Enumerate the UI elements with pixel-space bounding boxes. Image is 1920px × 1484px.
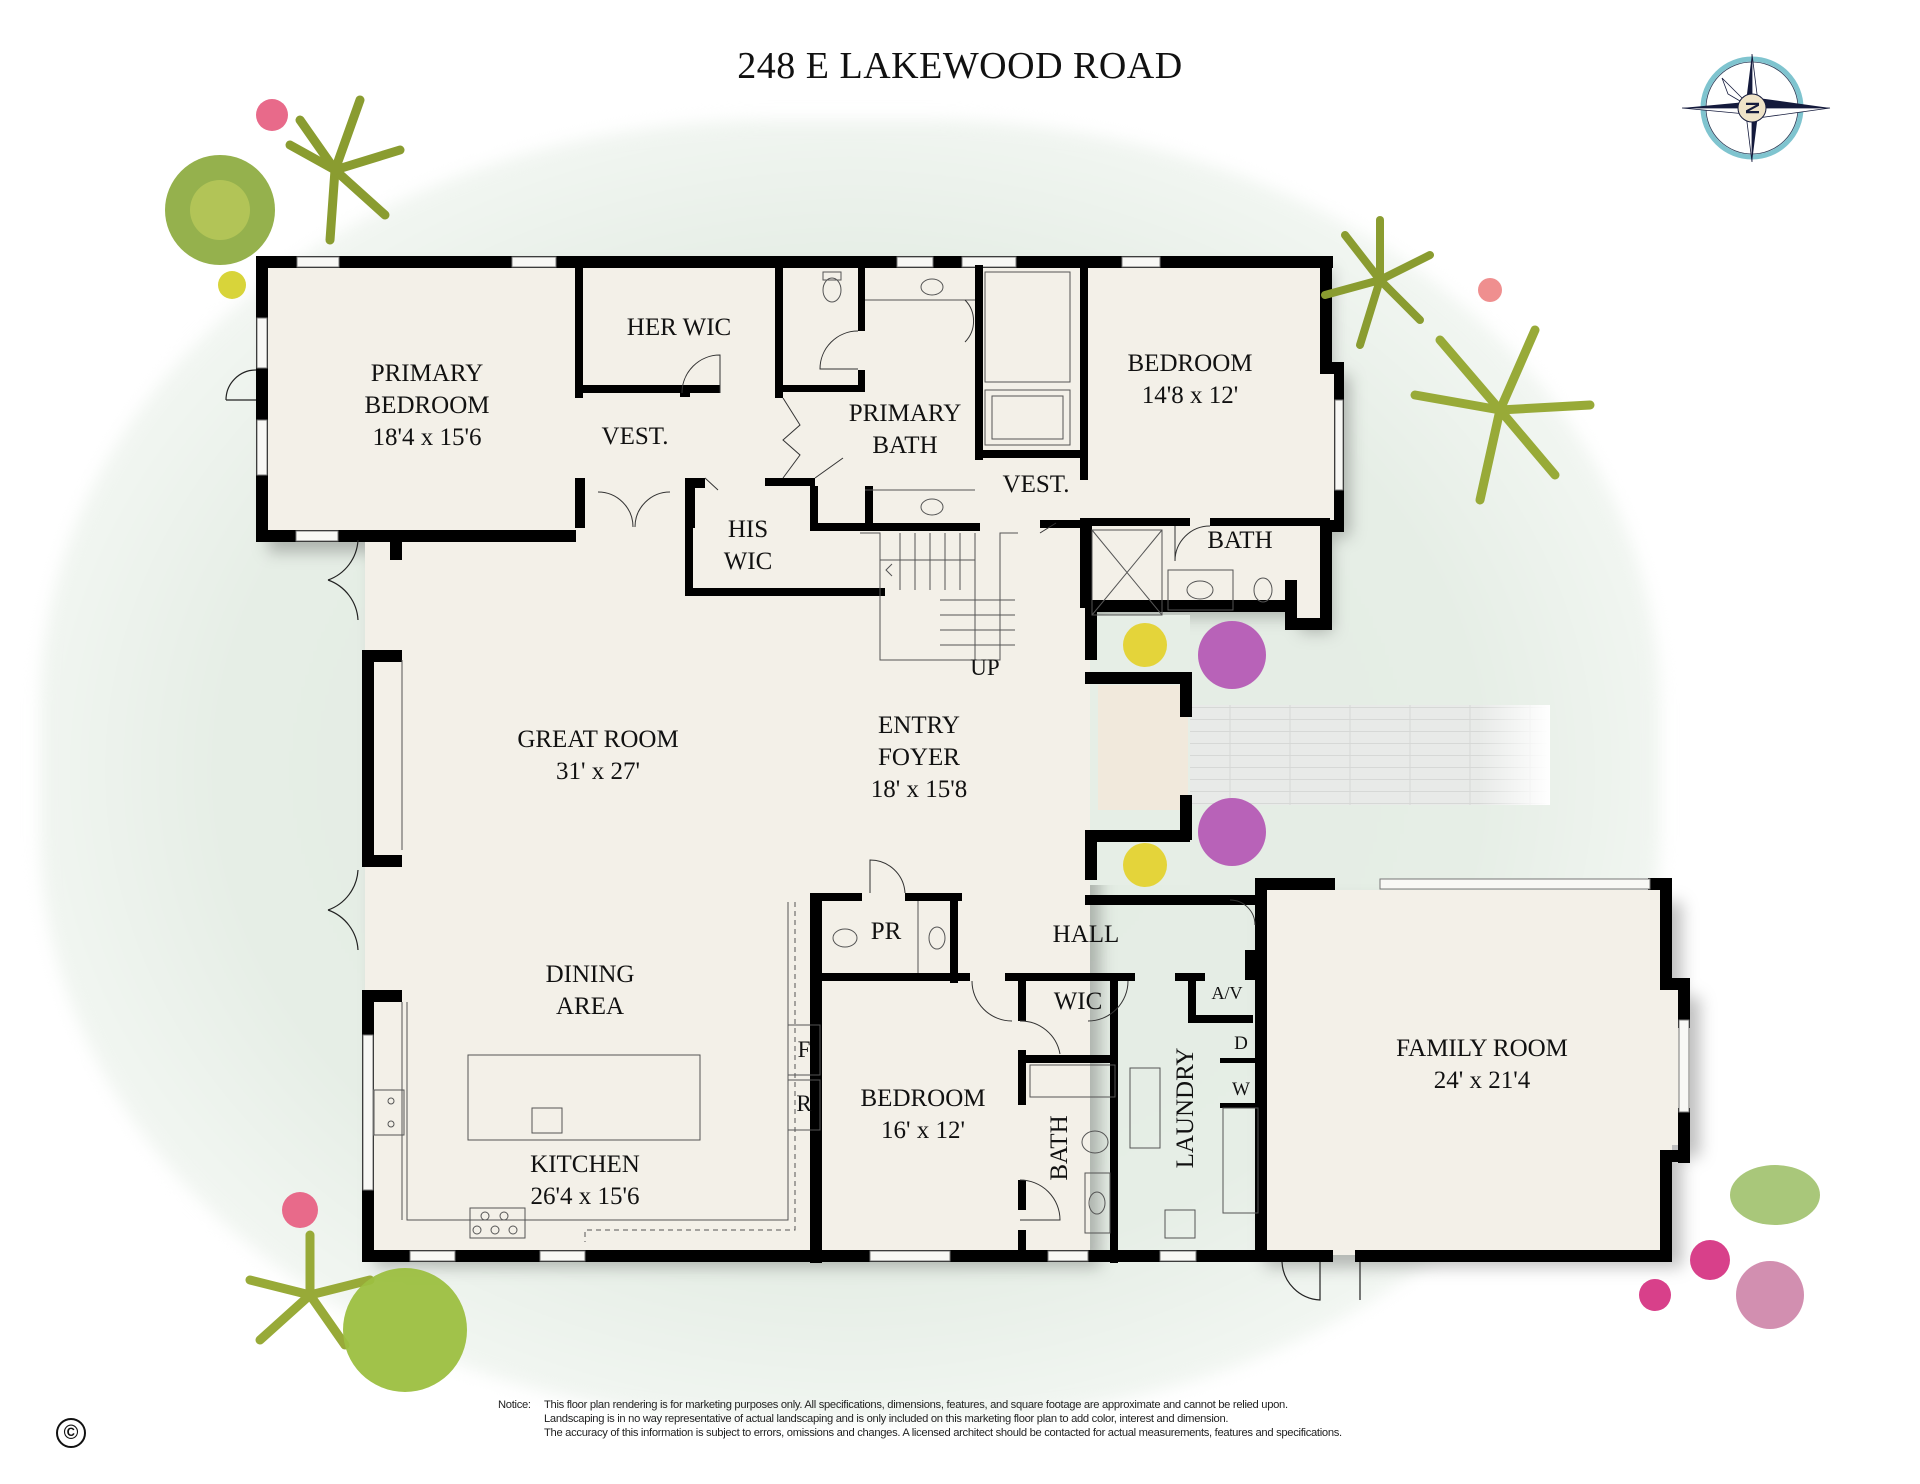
room-primary-bedroom: PRIMARY BEDROOM 18'4 x 15'6	[364, 358, 489, 454]
room-name: BEDROOM	[1127, 350, 1253, 377]
room-name: GREAT ROOM	[517, 726, 679, 753]
room-his-wic: HIS WIC	[724, 514, 773, 578]
room-dimensions: 16' x 12'	[880, 1117, 966, 1144]
room-primary-bath: PRIMARY BATH	[849, 398, 962, 462]
stair-arrow-icon	[885, 563, 893, 577]
palm-tree-icon	[1410, 325, 1595, 505]
room-name: DINING	[545, 961, 635, 988]
compass-rose-icon: N	[1681, 53, 1831, 163]
room-name: KITCHEN	[530, 1151, 640, 1178]
room-name: PRIMARY	[370, 360, 484, 387]
pink-shrub-icon	[1736, 1261, 1804, 1329]
yellow-flower-icon	[1123, 623, 1167, 667]
interior-walls	[575, 256, 1330, 1263]
interior-doors	[597, 299, 1256, 1221]
flower-shrub-icon	[218, 271, 246, 299]
room-vest-ne: VEST.	[1002, 471, 1070, 498]
room-dimensions: 18' x 15'8	[870, 776, 968, 803]
room-laundry: LAUNDRY	[1172, 1047, 1199, 1169]
palm-tree-icon	[1321, 216, 1434, 349]
notice-line: The accuracy of this information is subj…	[544, 1427, 1342, 1439]
floor-plan	[165, 95, 1820, 1392]
room-bath-s: BATH	[1046, 1115, 1073, 1181]
room-family-room: FAMILY ROOM 24' x 21'4	[1396, 1033, 1568, 1097]
tree-canopy-icon	[343, 1268, 467, 1392]
room-name: AREA	[555, 993, 625, 1020]
room-dimensions: 24' x 21'4	[1433, 1067, 1531, 1094]
room-vest-primary: VEST.	[601, 423, 669, 450]
room-great-room: GREAT ROOM 31' x 27'	[517, 724, 678, 788]
room-wic-s: WIC	[1053, 988, 1103, 1015]
purple-shrub-icon	[1198, 621, 1266, 689]
notice-line: Landscaping is in no way representative …	[544, 1413, 1229, 1425]
notice-label: Notice:	[498, 1399, 531, 1411]
entry-portico	[1098, 685, 1188, 810]
room-kitchen: KITCHEN 26'4 x 15'6	[530, 1149, 640, 1213]
room-dimensions: 18'4 x 15'6	[372, 424, 482, 451]
flower-plant-icon	[1478, 278, 1502, 302]
notice-line: This floor plan rendering is for marketi…	[544, 1399, 1288, 1411]
floor-slab	[258, 258, 1690, 1255]
flower-shrub-icon	[282, 1192, 318, 1228]
room-name: FAMILY ROOM	[1396, 1035, 1568, 1062]
copyright-icon: ©	[56, 1418, 86, 1448]
room-dimensions: 14'8 x 12'	[1141, 382, 1239, 409]
landscaping	[165, 95, 1820, 1392]
freezer-label: F	[797, 1037, 811, 1062]
stair-up-label: UP	[970, 655, 1000, 680]
page-title: 248 E LAKEWOOD ROAD	[737, 45, 1183, 87]
room-name: BATH	[872, 432, 938, 459]
room-dimensions: 31' x 27'	[555, 758, 640, 785]
palm-tree-icon	[245, 1230, 375, 1350]
dryer-label: D	[1234, 1033, 1248, 1054]
room-name: ENTRY	[878, 712, 960, 739]
room-entry-foyer: ENTRY FOYER 18' x 15'8	[871, 710, 968, 806]
room-bath-ne: BATH	[1207, 527, 1273, 554]
av-closet-label: A/V	[1211, 983, 1243, 1003]
washer-label: W	[1232, 1079, 1250, 1100]
room-name: HIS	[727, 516, 769, 543]
palm-tree-icon	[285, 95, 405, 245]
yellow-flower-icon	[1123, 843, 1167, 887]
purple-shrub-icon	[1198, 798, 1266, 866]
room-name: WIC	[723, 548, 773, 575]
exterior-doors	[225, 369, 1361, 1301]
room-name: FOYER	[878, 744, 960, 771]
room-dimensions: 26'4 x 15'6	[530, 1183, 640, 1210]
room-her-wic: HER WIC	[626, 314, 732, 341]
room-bedroom-s: BEDROOM 16' x 12'	[860, 1083, 985, 1147]
flower-shrub-icon	[1690, 1240, 1730, 1280]
leafy-plant-icon	[1730, 1165, 1820, 1225]
fixtures	[373, 271, 1273, 1242]
room-name: BEDROOM	[860, 1085, 986, 1112]
room-name: PRIMARY	[848, 400, 962, 427]
room-bedroom-ne: BEDROOM 14'8 x 12'	[1127, 348, 1252, 412]
compass-north-label: N	[1743, 102, 1763, 115]
room-hall: HALL	[1052, 921, 1120, 948]
windows	[256, 256, 1690, 1262]
refrigerator-label: R	[796, 1091, 812, 1116]
room-powder-room: PR	[870, 918, 902, 945]
room-dining-area: DINING AREA	[546, 959, 635, 1023]
front-walkway	[1190, 705, 1550, 805]
flower-shrub-icon	[256, 99, 288, 131]
room-name: BEDROOM	[364, 392, 490, 419]
